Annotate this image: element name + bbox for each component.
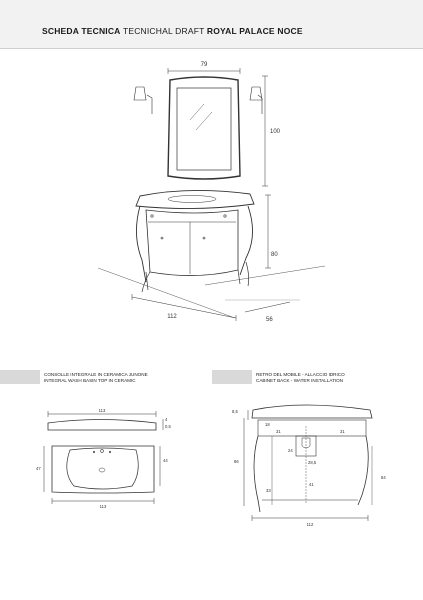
- cabinet-depth-dim: [244, 301, 291, 313]
- tap-hole-left: [92, 450, 96, 454]
- mirror-width-label: 79: [201, 62, 208, 68]
- left-panel-drawing: [43, 411, 164, 504]
- drawer-knob-left: [150, 214, 154, 218]
- plan-depth-label: 47: [36, 466, 41, 471]
- header-bar: [0, 0, 423, 48]
- mirror-reflection-2: [195, 111, 213, 131]
- door-knob-right: [202, 236, 206, 240]
- back-top: [251, 404, 373, 419]
- pipe-outlet-icon: [301, 437, 311, 449]
- right-caption: RETRO DEL MOBILE - ALLACCIO IDRICO CABIN…: [256, 372, 345, 383]
- left-caption-it: CONSOLLE INTEGRALE IN CERAMICA JUNONE: [44, 372, 148, 377]
- leg-left: [141, 271, 151, 293]
- title-bold: SCHEDA TECNICA: [42, 26, 121, 36]
- top-plan: [51, 445, 155, 494]
- main-drawing: [97, 68, 326, 321]
- page-title: SCHEDA TECNICA TECNICHAL DRAFT ROYAL PAL…: [42, 26, 303, 36]
- top-offset-label: 8,5: [232, 409, 238, 414]
- leg-height-label: 33: [266, 488, 271, 493]
- mirror-frame: [167, 76, 241, 180]
- top-width-label: 113: [99, 408, 106, 413]
- right-height-label: 84: [381, 475, 386, 480]
- floor-line-right: [204, 265, 326, 286]
- left-caption-en: INTEGRAL WASH BASIN TOP IN CERAMIC: [44, 377, 136, 383]
- drawer-knob-right: [223, 214, 227, 218]
- tap-hole-right: [108, 450, 112, 454]
- cabinet-front: [145, 209, 239, 276]
- cabinet-depth-label: 56: [266, 317, 273, 323]
- leg-right: [237, 261, 250, 287]
- top-thickness-label: 4: [165, 417, 168, 422]
- top-side-label: 0,5: [165, 424, 171, 429]
- cabinet-top: [135, 189, 255, 210]
- backsplash-label: 18: [265, 422, 270, 427]
- center-label: 41: [309, 482, 314, 487]
- drain: [98, 467, 106, 473]
- mirror-glass: [176, 87, 232, 171]
- overall-width-label: 112: [307, 522, 314, 527]
- right-caption-bar: [212, 370, 252, 384]
- right-panel-drawing: [243, 404, 373, 521]
- header-rule: [0, 48, 423, 49]
- mirror-height-label: 100: [270, 129, 281, 135]
- inner-28-label: 28,5: [308, 460, 317, 465]
- left-caption-bar: [0, 370, 40, 384]
- basin-oval: [167, 195, 217, 203]
- right-caption-it: RETRO DEL MOBILE - ALLACCIO IDRICO: [256, 372, 345, 377]
- cabinet-body: [136, 205, 253, 283]
- tap-hole: [100, 449, 104, 453]
- door-knob-left: [160, 236, 164, 240]
- title-regular: TECNICHAL DRAFT: [122, 26, 205, 36]
- inner-24-label: 24: [288, 448, 293, 453]
- drawer-left-label: 31: [276, 429, 281, 434]
- height-total-label: 86: [234, 459, 239, 464]
- floor-line-left: [97, 267, 236, 319]
- back-panel: [257, 419, 367, 437]
- back-body: [253, 435, 369, 513]
- lamp-right-icon: [249, 86, 263, 114]
- plan-width-label: 113: [100, 504, 107, 509]
- drawer-right-label: 31: [340, 429, 345, 434]
- cabinet-width-label: 112: [167, 314, 177, 320]
- lamp-left-icon: [133, 86, 153, 114]
- basin-plan: [66, 447, 139, 490]
- top-profile: [47, 419, 157, 431]
- left-caption: CONSOLLE INTEGRALE IN CERAMICA JUNONE IN…: [44, 372, 148, 383]
- basin-depth-label: 44: [163, 458, 168, 463]
- product-name: ROYAL PALACE NOCE: [206, 26, 303, 36]
- right-caption-en: CABINET BACK - WATER INSTALLATION: [256, 377, 344, 383]
- cabinet-width-dim: [131, 296, 237, 319]
- mirror-reflection: [189, 103, 205, 121]
- cabinet-height-label: 80: [271, 252, 278, 258]
